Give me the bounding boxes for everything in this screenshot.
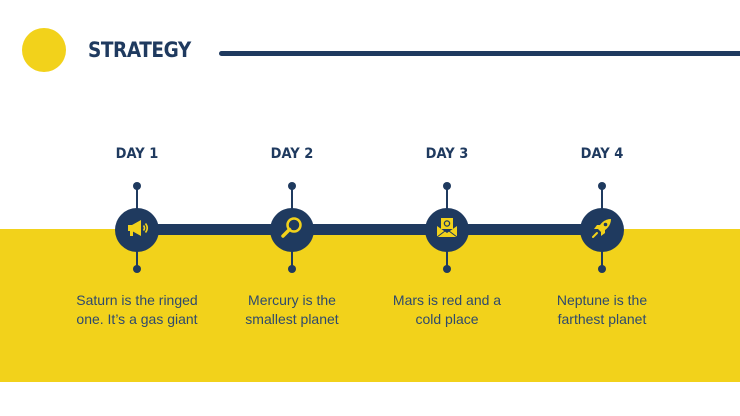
connector-stem-top <box>291 186 293 212</box>
step-description: Mercury is the smallest planet <box>212 291 372 329</box>
timeline-bar <box>137 224 602 235</box>
timeline-node <box>115 208 159 252</box>
timeline-step-3: DAY 3 Mars is red and a cold place <box>367 0 527 416</box>
connector-stem-bottom <box>136 250 138 268</box>
connector-dot-bottom <box>133 265 141 273</box>
connector-dot-bottom <box>598 265 606 273</box>
description-line: smallest planet <box>245 311 339 327</box>
description-line: Saturn is the ringed <box>76 292 198 308</box>
timeline-step-1: DAY 1 Saturn is the ringed one. It’s a g… <box>57 0 217 416</box>
timeline-node <box>270 208 314 252</box>
magnifier-icon <box>279 215 305 245</box>
description-line: cold place <box>415 311 479 327</box>
connector-stem-bottom <box>291 250 293 268</box>
title-underline <box>219 51 740 56</box>
connector-stem-top <box>446 186 448 212</box>
timeline-node <box>580 208 624 252</box>
step-description: Saturn is the ringed one. It’s a gas gia… <box>57 291 217 329</box>
description-line: Mars is red and a <box>392 292 502 308</box>
description-line: one. It’s a gas giant <box>76 311 198 327</box>
connector-stem-top <box>136 186 138 212</box>
slide-title: STRATEGY <box>88 38 191 62</box>
connector-stem-top <box>601 186 603 212</box>
timeline-node <box>425 208 469 252</box>
description-line: farthest planet <box>557 311 647 327</box>
timeline-step-4: DAY 4 Neptune is the farthest planet <box>522 0 682 416</box>
day-label: DAY 1 <box>115 146 159 162</box>
description-line: Neptune is the <box>556 292 648 308</box>
day-label: DAY 2 <box>270 146 314 162</box>
connector-stem-bottom <box>446 250 448 268</box>
day-label: DAY 4 <box>580 146 624 162</box>
description-line: Mercury is the <box>248 292 336 308</box>
step-description: Neptune is the farthest planet <box>522 291 682 329</box>
connector-dot-bottom <box>288 265 296 273</box>
connector-dot-bottom <box>443 265 451 273</box>
envelope-icon <box>434 215 460 245</box>
megaphone-icon <box>124 215 150 245</box>
step-description: Mars is red and a cold place <box>367 291 527 329</box>
connector-stem-bottom <box>601 250 603 268</box>
rocket-icon <box>589 215 615 245</box>
timeline-step-2: DAY 2 Mercury is the smallest planet <box>212 0 372 416</box>
day-label: DAY 3 <box>425 146 469 162</box>
decorative-circle <box>22 28 66 72</box>
yellow-band <box>0 229 740 382</box>
